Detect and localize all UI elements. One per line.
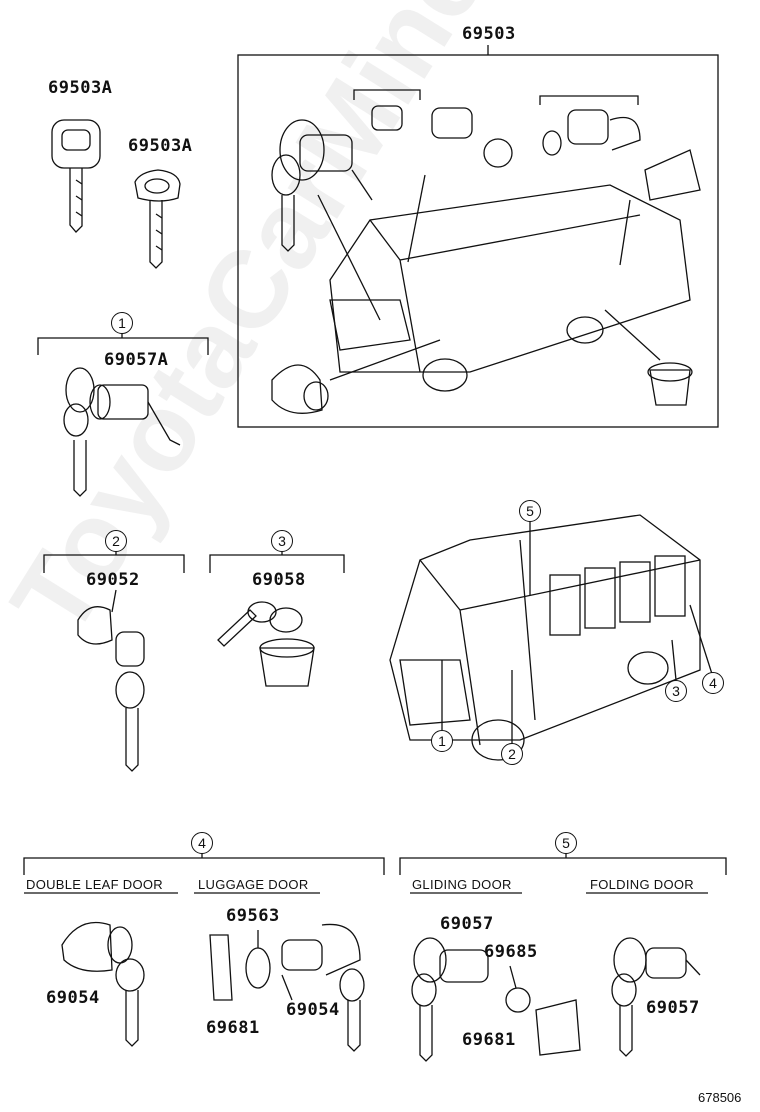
van-callout-4: 4 (702, 672, 724, 694)
label-kit-69503: 69503 (462, 24, 516, 44)
caption-gliding-door: GLIDING DOOR (412, 877, 512, 892)
label-69052: 69052 (86, 570, 140, 590)
figure-reference: 678506 (698, 1090, 742, 1105)
label-69058: 69058 (252, 570, 306, 590)
double-leaf-lock (61, 921, 145, 1047)
luggage-door-parts (209, 923, 365, 1052)
label-69685: 69685 (484, 942, 538, 962)
label-key-69503a-2: 69503A (128, 136, 193, 156)
label-69054-luggage: 69054 (286, 1000, 340, 1020)
label-69563: 69563 (226, 906, 280, 926)
callout-2: 2 (105, 530, 127, 552)
van-callout-5: 5 (519, 500, 541, 522)
caption-double-leaf-door: DOUBLE LEAF DOOR (26, 877, 163, 892)
label-69057-folding: 69057 (646, 998, 700, 1018)
label-69681-gliding: 69681 (462, 1030, 516, 1050)
label-69681-luggage: 69681 (206, 1018, 260, 1038)
kit-box (237, 54, 719, 428)
caption-luggage-door: LUGGAGE DOOR (198, 877, 309, 892)
gas-cap-lock-69058 (217, 601, 315, 687)
van-callout-1: 1 (431, 730, 453, 752)
label-69057-gliding: 69057 (440, 914, 494, 934)
ignition-lock-69057a (63, 367, 181, 497)
gliding-door-parts (411, 937, 581, 1062)
label-69057a: 69057A (104, 350, 169, 370)
label-key-69503a-1: 69503A (48, 78, 113, 98)
folding-door-parts (611, 937, 701, 1057)
caption-folding-door: FOLDING DOOR (590, 877, 694, 892)
van-top (317, 174, 691, 392)
key-69503a-1 (51, 119, 101, 233)
callout-1: 1 (111, 312, 133, 334)
callout-3: 3 (271, 530, 293, 552)
callout-4: 4 (191, 832, 213, 854)
key-69503a-2 (134, 169, 181, 269)
van-callout-3: 3 (665, 680, 687, 702)
callout-5: 5 (555, 832, 577, 854)
door-lock-69052 (77, 589, 145, 772)
van-callout-2: 2 (501, 743, 523, 765)
label-69054-double: 69054 (46, 988, 100, 1008)
van-main (389, 514, 713, 761)
kit-parts (271, 105, 701, 414)
